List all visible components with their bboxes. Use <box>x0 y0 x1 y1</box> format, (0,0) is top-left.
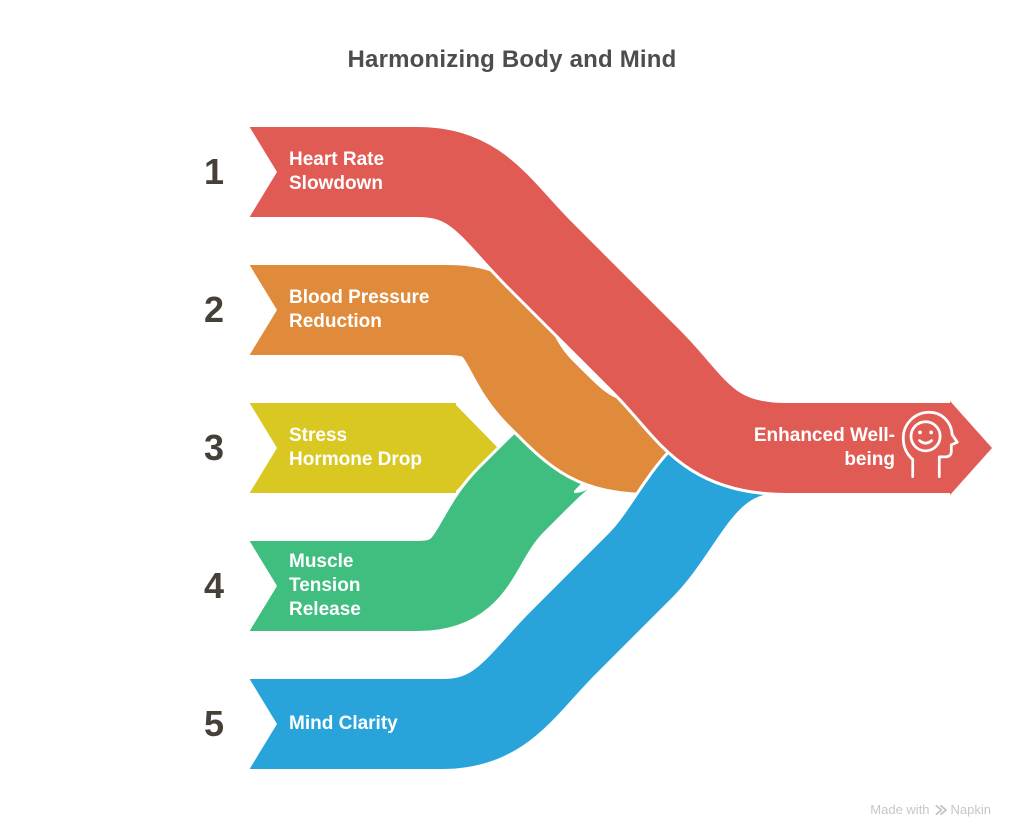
smiley-mouth <box>918 439 933 445</box>
watermark: Made with Napkin <box>870 802 991 817</box>
band-1-tail-notch <box>249 126 277 218</box>
step-1-label: Heart Rate Slowdown <box>289 149 385 194</box>
step-5-label: Mind Clarity <box>289 713 398 734</box>
napkin-logo-icon <box>935 804 947 815</box>
step-2-number: 2 <box>203 289 225 330</box>
head-smiley-icon <box>901 410 959 478</box>
step-4-label: Muscle Tension Release <box>289 551 361 620</box>
watermark-brand: Napkin <box>950 802 991 817</box>
smiley-right-eye <box>929 430 934 435</box>
step-5-number: 5 <box>203 703 225 744</box>
band-3-tail-notch <box>249 402 277 494</box>
watermark-prefix: Made with <box>870 802 930 817</box>
page-title: Harmonizing Body and Mind <box>347 46 677 73</box>
band-3-arrowhead <box>454 403 498 493</box>
smiley-left-eye <box>918 430 922 435</box>
outcome-label: Enhanced Well- being <box>753 425 895 470</box>
band-1-heart-rate-slowdown-and-outcome-arrow <box>250 124 995 498</box>
head-outline <box>901 410 959 478</box>
band-4-tail-notch <box>249 540 277 632</box>
step-2-label: Blood Pressure Reduction <box>289 287 430 332</box>
band-1-flow <box>250 127 952 493</box>
band-3-stress-hormone-drop <box>250 400 501 496</box>
band-2-tail-notch <box>249 264 277 356</box>
band-5-tail-notch <box>249 678 277 770</box>
band-2-flow <box>250 265 662 493</box>
step-1-number: 1 <box>203 151 225 192</box>
smiley-face-outline <box>909 420 942 453</box>
step-3-number: 3 <box>203 427 225 468</box>
band-tail-notches <box>249 126 277 770</box>
step-3-label: Stress Hormone Drop <box>289 425 422 470</box>
outcome-arrowhead <box>950 401 992 495</box>
step-4-number: 4 <box>203 565 225 606</box>
